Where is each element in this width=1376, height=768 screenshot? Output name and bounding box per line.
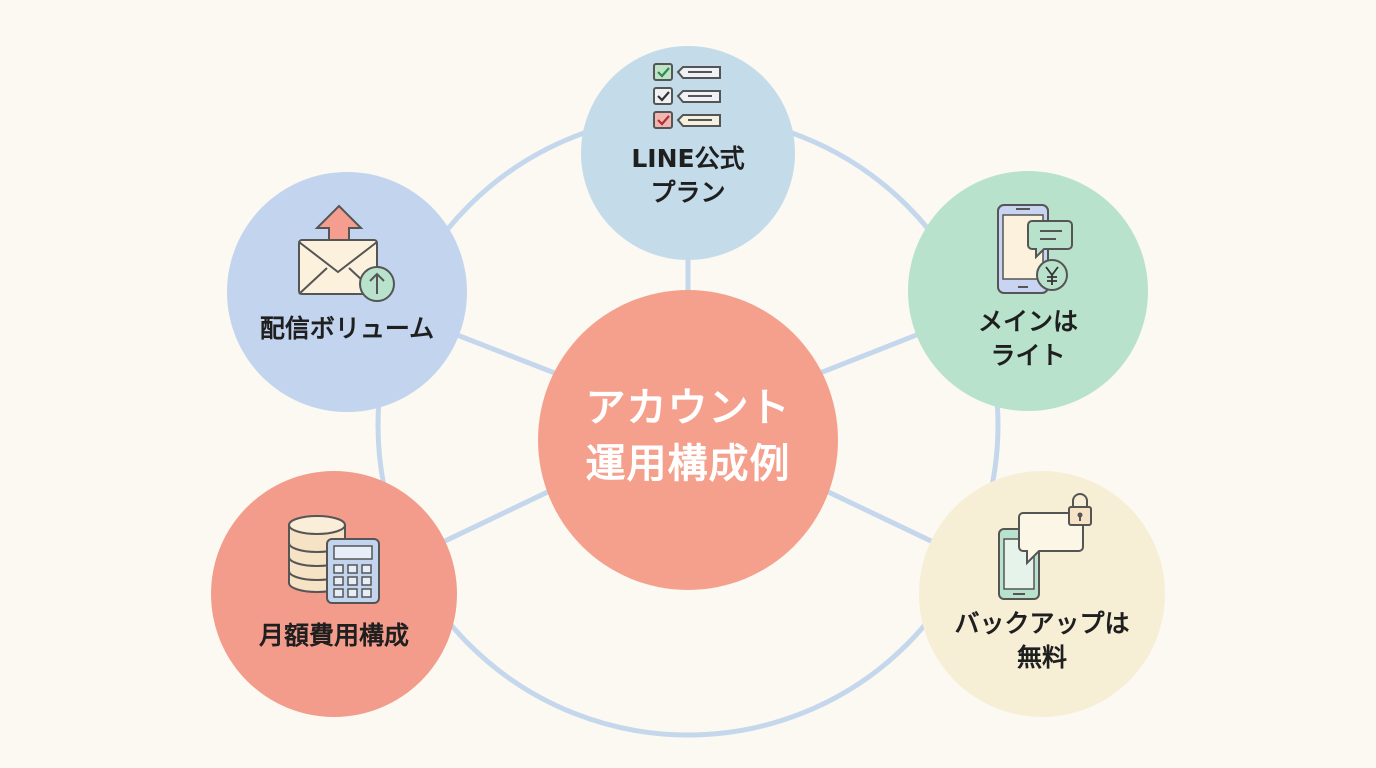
phone-chat-lock-icon [998, 493, 1092, 600]
node-monthly-cost-line1: 月額費用構成 [258, 621, 409, 650]
coins-calculator-icon [288, 515, 380, 604]
node-delivery-volume-label: 配信ボリューム [227, 312, 467, 346]
node-line-plan-line1: LINE公式 [631, 144, 745, 173]
center-label-line2: 運用構成例 [585, 441, 791, 487]
node-backup-free-line2: 無料 [1016, 643, 1067, 672]
node-line-plan: LINE公式 プラン [581, 46, 795, 260]
envelope-upload-icon [298, 204, 395, 302]
node-delivery-volume-line1: 配信ボリューム [259, 314, 435, 343]
node-monthly-cost: 月額費用構成 [211, 471, 457, 717]
node-backup-free-line1: バックアップは [954, 609, 1130, 638]
node-delivery-volume: 配信ボリューム [227, 172, 467, 412]
node-main-light-line1: メインは [977, 307, 1078, 336]
node-backup-free: バックアップは 無料 [919, 471, 1165, 717]
center-label: アカウント 運用構成例 [538, 380, 838, 492]
center-node: アカウント 運用構成例 [538, 290, 838, 590]
node-main-light: メインは ライト [908, 171, 1148, 411]
node-main-light-line2: ライト [990, 341, 1066, 370]
node-monthly-cost-label: 月額費用構成 [211, 619, 457, 653]
phone-chat-yen-icon [997, 204, 1073, 294]
node-line-plan-line2: プラン [650, 178, 726, 207]
checklist-icon [653, 63, 721, 129]
node-main-light-label: メインは ライト [908, 305, 1148, 373]
node-line-plan-label: LINE公式 プラン [581, 142, 795, 210]
node-backup-free-label: バックアップは 無料 [919, 607, 1165, 675]
center-label-line1: アカウント [585, 385, 791, 431]
